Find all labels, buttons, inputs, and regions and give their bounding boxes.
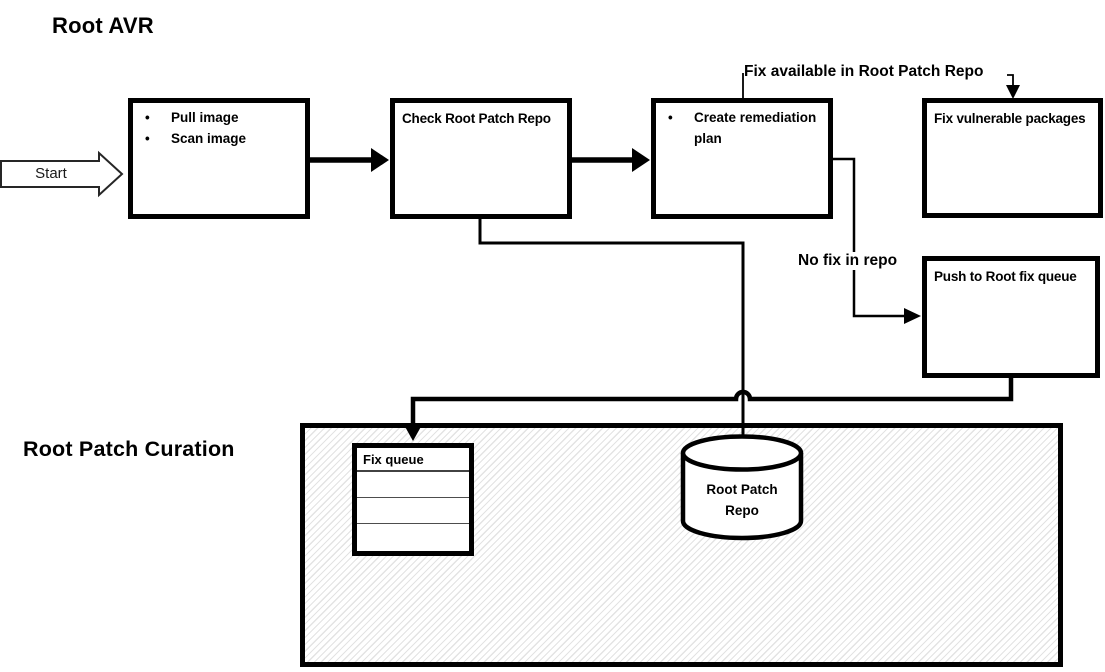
edge-remediation-to-pushqueue	[833, 157, 905, 318]
edge-check-to-remediation-arrowhead	[632, 148, 650, 172]
node-push-to-root-fix-queue: Push to Root fix queue	[922, 256, 1100, 378]
edge-label-no-fix: No fix in repo	[795, 252, 901, 270]
fix-queue-header: Fix queue	[357, 448, 469, 472]
node-fix-vulnerable-packages: Fix vulnerable packages	[922, 98, 1103, 218]
cylinder-top	[680, 434, 804, 472]
bullet-item: Pull image	[133, 107, 305, 128]
bullet-text: Create remediation plan	[694, 110, 817, 146]
edge-check-to-repo-cylinder	[478, 219, 745, 440]
start-arrow-shape	[0, 150, 124, 198]
fix-queue-row	[357, 524, 469, 550]
bullet-list: Create remediation plan	[656, 103, 828, 149]
edge-fixavailable-to-fixpackages	[1007, 74, 1014, 86]
section-title-root-avr: Root AVR	[52, 13, 154, 38]
node-label: Push to Root fix queue	[934, 269, 1077, 284]
node-check-root-patch-repo: Check Root Patch Repo	[390, 98, 572, 219]
fix-queue-table: Fix queue	[352, 443, 474, 556]
edge-pushqueue-to-fixqueue	[410, 378, 1014, 424]
start-arrow-outline	[0, 150, 124, 198]
root-patch-repo-cylinder	[680, 434, 804, 541]
fix-queue-row	[357, 472, 469, 498]
node-label: Check Root Patch Repo	[402, 111, 551, 126]
start-label: Start	[35, 165, 67, 182]
node-pull-scan-image: Pull image Scan image	[128, 98, 310, 219]
bullet-text: Pull image	[171, 110, 239, 125]
bullet-text: Scan image	[171, 131, 247, 146]
section-title-root-patch-curation: Root Patch Curation	[23, 437, 235, 461]
edge-label-fix-available: Fix available in Root Patch Repo	[744, 63, 984, 80]
node-create-remediation-plan: Create remediation plan	[651, 98, 833, 219]
bullet-list: Pull image Scan image	[133, 103, 305, 149]
edge-fixavailable-to-fixpackages-arrowhead	[1006, 85, 1020, 99]
edge-remediation-to-pushqueue-arrowhead	[904, 308, 921, 324]
root-patch-repo-label: Root Patch Repo	[706, 482, 778, 518]
node-label: Fix vulnerable packages	[934, 111, 1086, 126]
bullet-item: Scan image	[133, 128, 305, 149]
cylinder-body	[680, 453, 804, 541]
fix-queue-row	[357, 498, 469, 524]
edge-scan-to-check-arrowhead	[371, 148, 389, 172]
bullet-item: Create remediation plan	[656, 107, 828, 149]
